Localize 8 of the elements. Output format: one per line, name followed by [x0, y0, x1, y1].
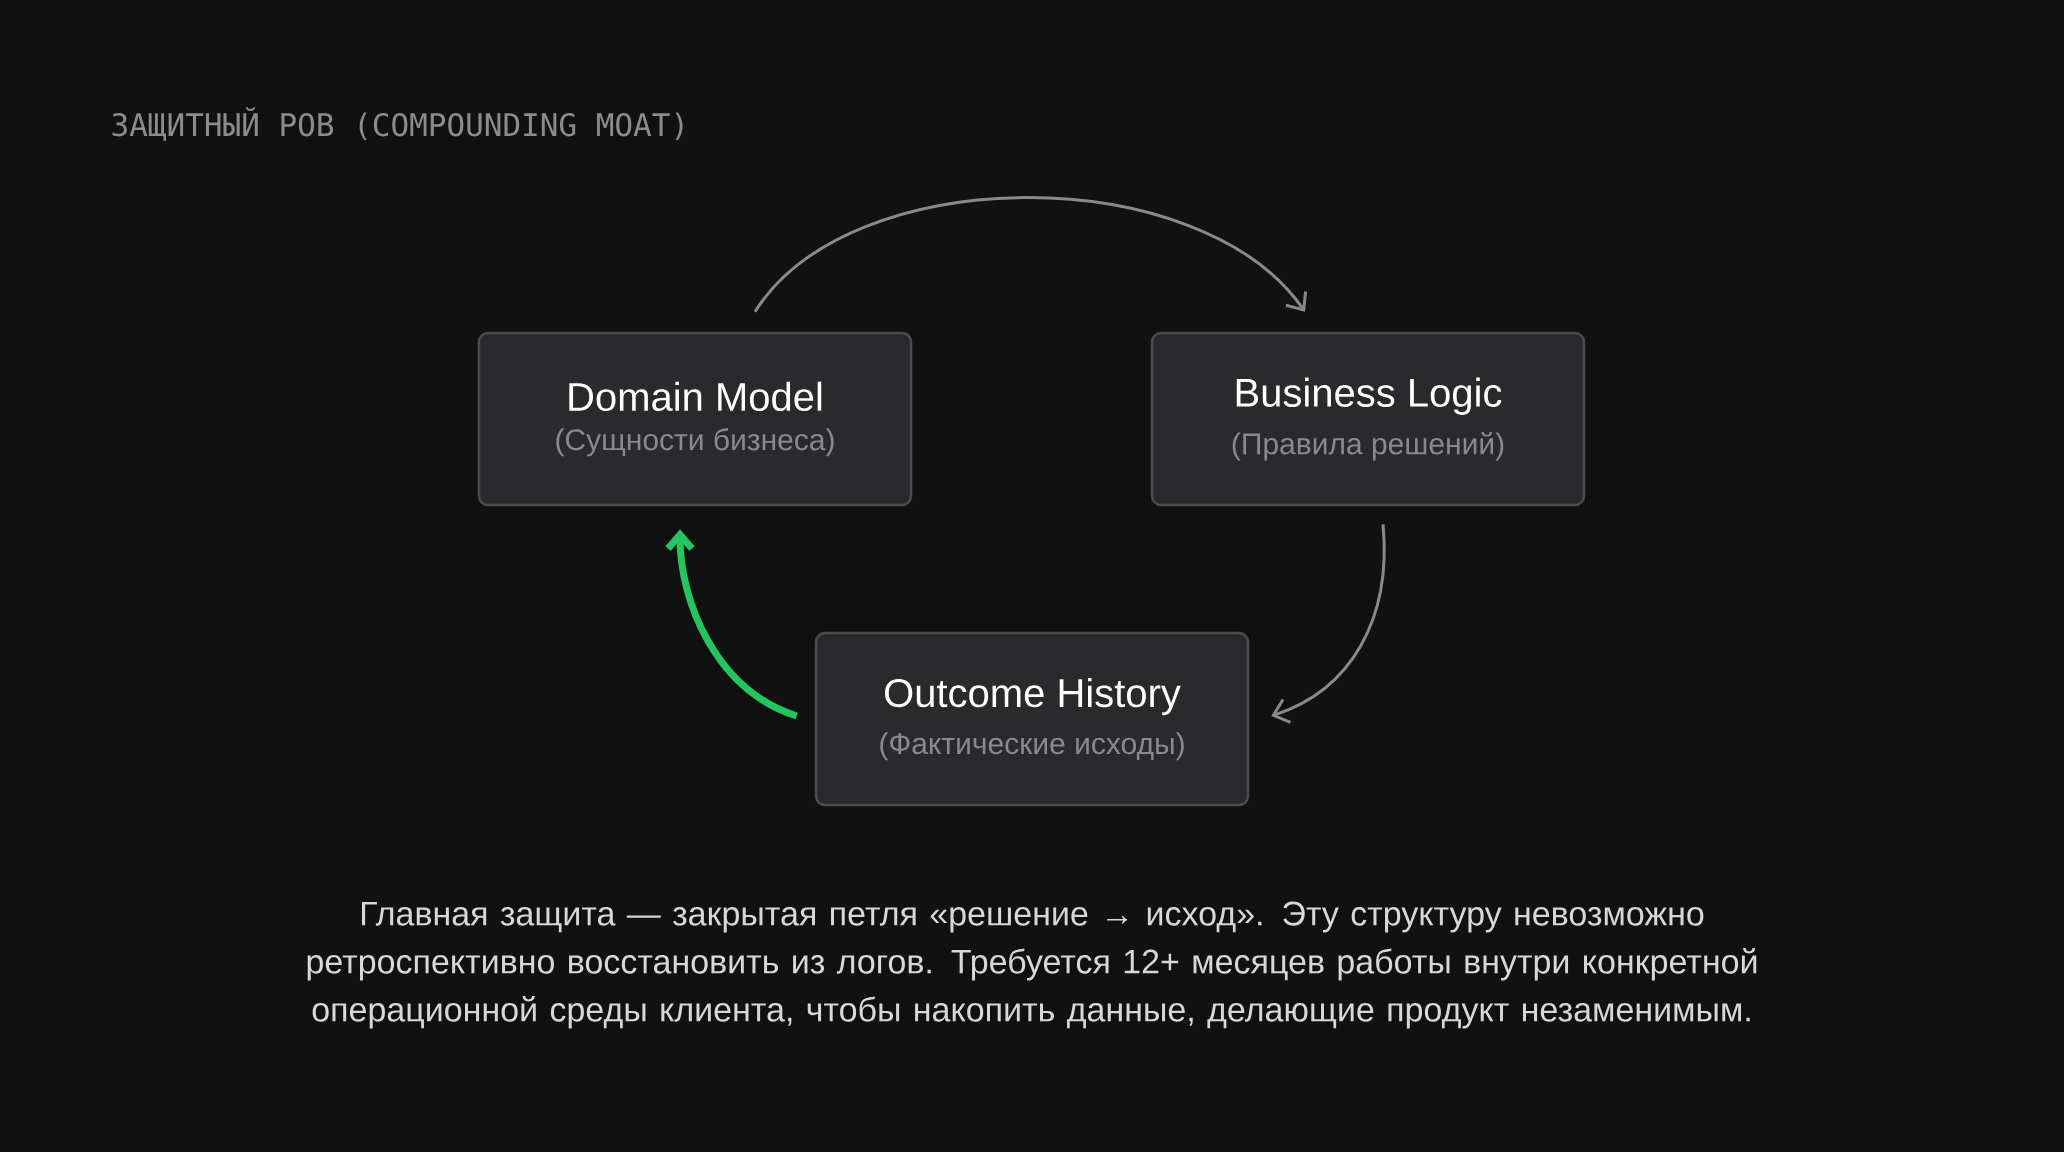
caption: Главная защита — закрытая петля «решение → исход». Эту структуру невозможно ретроспективно восстановить из логов. Требуется 12+ месяцев работы внутри конкретной операционной среды клиента, чтобы накопить данные, делающие продукт незаменимым.: [307, 901, 1757, 1029]
process-box: Outcome History (Фактические исходы): [814, 631, 1250, 807]
arrow: [665, 529, 799, 720]
arrow: [1271, 524, 1386, 724]
arrow: [753, 196, 1308, 313]
slide-heading: ЗАЩИТНЫЙ РОВ (COMPOUNDING MOAT): [112, 107, 683, 141]
process-box: Business Logic (Правила решений): [1150, 331, 1586, 507]
process-box: Domain Model (Сущности бизнеса): [477, 331, 913, 507]
